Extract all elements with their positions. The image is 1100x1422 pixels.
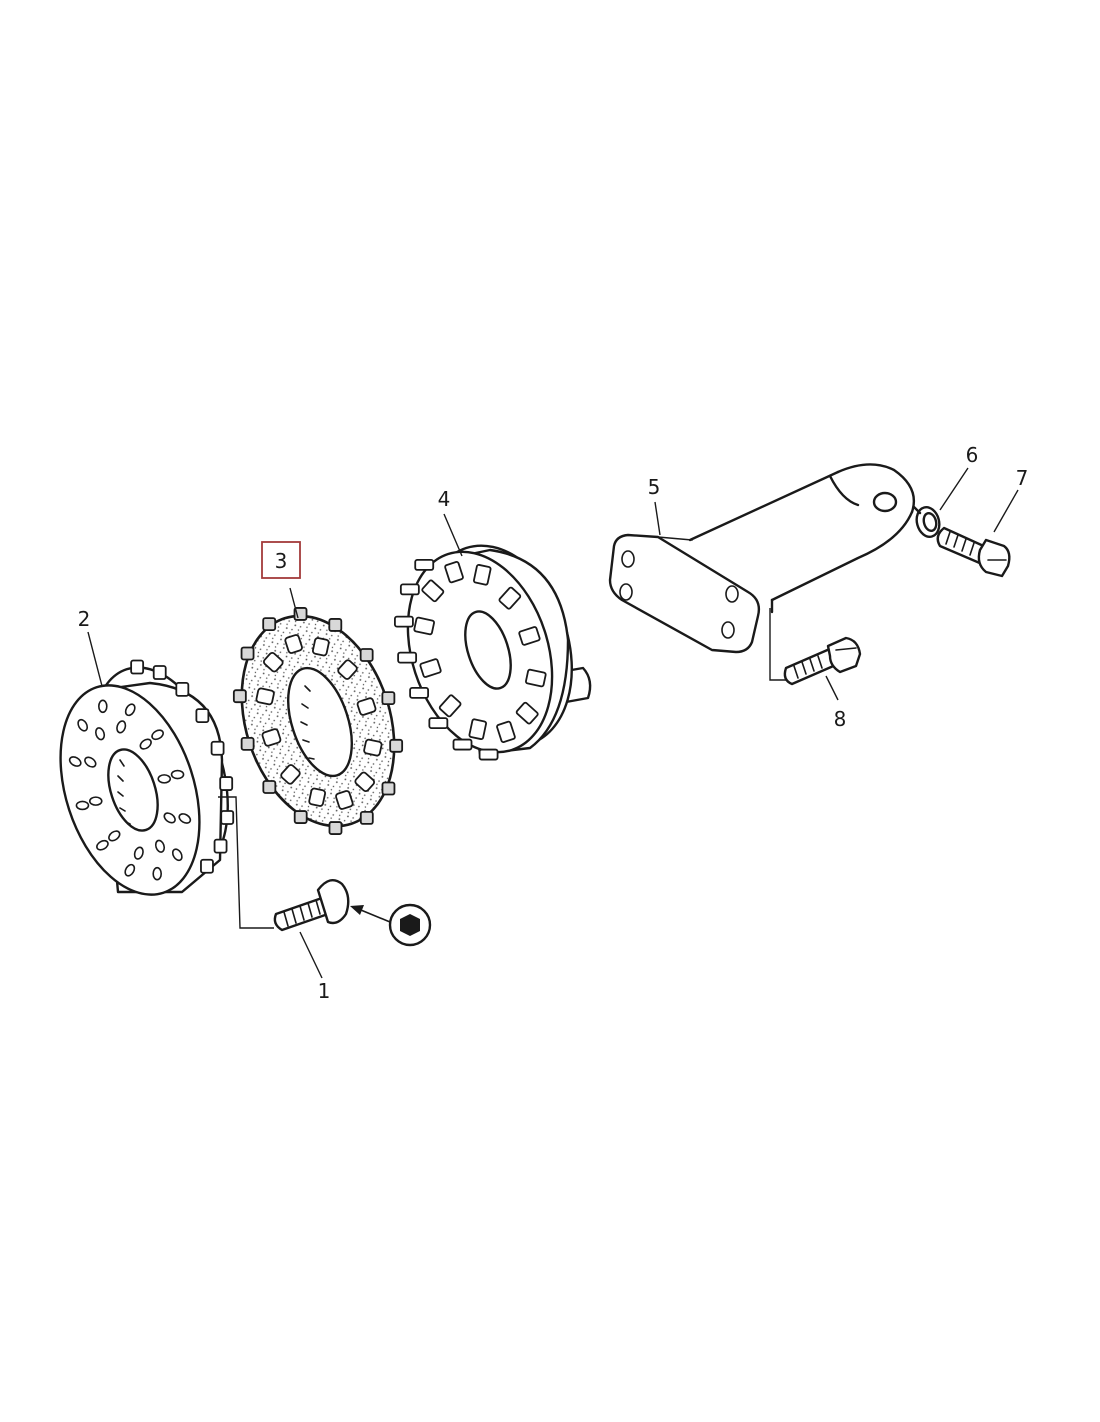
ring-outer-tooth [359, 811, 374, 825]
ring-pad [308, 787, 327, 807]
hub-dog [468, 718, 487, 741]
rim-tooth [220, 810, 235, 825]
face-slot [178, 813, 192, 824]
ring-pad [354, 771, 376, 793]
ring-outer-tooth [293, 810, 308, 824]
hub-dog [444, 561, 464, 584]
ring-outer-tooth [262, 617, 277, 631]
face-slot [163, 812, 176, 824]
callout-4: 4 [438, 487, 451, 511]
callout-labels: 1 2 3 4 5 6 7 8 [78, 443, 1029, 1003]
hub-outer-dog [414, 559, 435, 571]
rim-tooth [219, 776, 234, 791]
face-slot [108, 830, 121, 842]
part-6-lock-washer [912, 505, 941, 538]
face-slot [68, 756, 82, 767]
hub-outer-dog [394, 615, 414, 628]
leader-lines [87, 467, 1019, 979]
part-1-screw [273, 878, 350, 932]
ring-outer-tooth [381, 691, 396, 706]
hub-dog [496, 720, 516, 743]
ring-outer-tooth [240, 736, 255, 751]
ring-pad [335, 790, 354, 810]
ring-pad [363, 738, 383, 757]
ring-pad [337, 659, 358, 680]
hub-outer-dog [409, 686, 429, 699]
ring-outer-tooth [262, 780, 277, 794]
callout-8: 8 [834, 707, 847, 731]
face-slot [157, 774, 172, 784]
hub-dog [419, 658, 442, 678]
face-slot [96, 839, 109, 851]
hub-dog [518, 626, 541, 646]
face-slot [75, 800, 90, 811]
ring-pad [356, 697, 377, 716]
face-slot [94, 727, 106, 741]
face-slot [124, 703, 136, 717]
ring-pad [284, 634, 303, 654]
face-slot [133, 846, 144, 860]
hub-dog [421, 579, 445, 603]
rim-tooth [175, 681, 190, 697]
rim-tooth [152, 665, 167, 680]
ring-pad [255, 687, 275, 706]
hub-outer-dog [478, 748, 499, 761]
part-5-adaptor-tube [608, 463, 916, 654]
part-2-coupling-housing [59, 659, 235, 896]
face-slot [139, 738, 152, 750]
hub-dog [438, 694, 462, 718]
rim-tooth [213, 838, 228, 854]
face-slot [88, 796, 103, 806]
ring-outer-tooth [328, 821, 343, 835]
face-slot [154, 839, 166, 853]
ring-outer-tooth [240, 646, 255, 661]
hub-dog [498, 586, 522, 610]
callout-6: 6 [966, 443, 979, 467]
hex-socket-key-icon [350, 903, 432, 947]
part-8-hex-bolt [783, 636, 862, 686]
callout-7: 7 [1016, 466, 1029, 490]
ring-pad [261, 728, 282, 747]
face-slot [171, 848, 183, 862]
callout-3: 3 [275, 549, 288, 573]
hub-dog [525, 668, 547, 688]
part-4-drive-hub [394, 544, 592, 761]
ring-outer-tooth [389, 738, 404, 753]
part-3-elastomer-ring [232, 607, 404, 835]
callout-1: 1 [318, 979, 331, 1003]
ring-pad [311, 637, 330, 657]
hub-dog [515, 701, 539, 725]
face-slot [116, 720, 127, 734]
rim-tooth [200, 858, 214, 874]
hub-outer-dog [399, 583, 420, 596]
rim-tooth [195, 708, 210, 724]
face-slot [77, 718, 89, 732]
face-slot [170, 769, 185, 780]
highlight-box-3 [261, 541, 301, 579]
face-slot [84, 756, 97, 768]
ring-outer-tooth [328, 618, 343, 632]
rim-tooth [130, 659, 145, 675]
ring-pad [280, 764, 301, 785]
hub-dog [413, 616, 435, 636]
face-slot [152, 866, 162, 881]
hub-outer-dog [428, 717, 449, 730]
rim-tooth [210, 740, 225, 756]
hub-dog [473, 563, 492, 586]
face-slot [124, 863, 136, 877]
face-slot [98, 699, 108, 714]
ring-outer-tooth [232, 689, 247, 704]
hub-outer-dog [452, 738, 473, 751]
callout-2: 2 [78, 607, 91, 631]
ring-outer-tooth [381, 781, 396, 796]
ring-outer-tooth [359, 648, 374, 662]
face-slot [151, 729, 164, 741]
callout-5: 5 [648, 475, 661, 499]
ring-pad [262, 651, 284, 673]
part-7-hex-bolt [936, 526, 1011, 578]
hub-outer-dog [397, 651, 418, 664]
